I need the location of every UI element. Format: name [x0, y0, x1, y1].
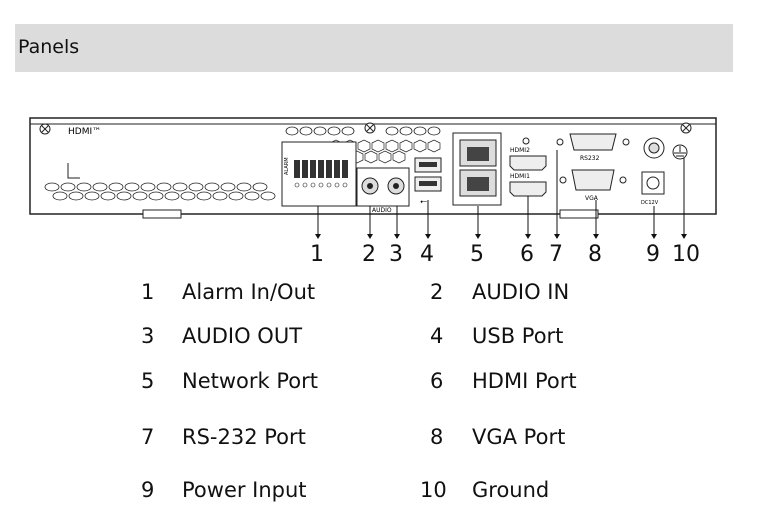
legend-number: 3 — [141, 324, 155, 348]
callout-number: 4 — [420, 242, 434, 267]
vga-port — [571, 169, 615, 191]
section-header: Panels — [15, 24, 733, 72]
legend-number: 2 — [430, 280, 444, 304]
hdmi1-port — [509, 181, 547, 197]
legend-number: 9 — [141, 478, 155, 502]
chassis-foot — [142, 209, 182, 219]
screw-icon — [680, 122, 692, 134]
usb-icon: ⭠ — [420, 197, 427, 207]
legend-number: 5 — [141, 369, 155, 393]
legend-label: Power Input — [182, 478, 307, 502]
legend-label: VGA Port — [472, 425, 566, 449]
legend-label: AUDIO OUT — [182, 324, 303, 348]
callout-arrows — [315, 234, 687, 239]
l-mark — [67, 163, 80, 179]
callout-number: 2 — [362, 242, 376, 267]
legend-label: Ground — [472, 478, 550, 502]
screw-icon — [364, 122, 376, 134]
legend-label: Alarm In/Out — [182, 280, 316, 304]
rs232-port — [569, 133, 617, 151]
legend-number: 4 — [430, 324, 444, 348]
vga-label: VGA — [585, 195, 599, 202]
alarm-terminal-screws — [294, 182, 348, 188]
legend-label: USB Port — [472, 324, 564, 348]
legend-number: 10 — [420, 478, 447, 502]
callout-number: 10 — [672, 242, 700, 267]
vent-grille-top — [285, 126, 441, 136]
hdmi-logo: HDMI™ — [68, 127, 101, 137]
alarm-terminals — [294, 160, 348, 178]
section-title: Panels — [18, 36, 80, 58]
legend-number: 8 — [430, 425, 444, 449]
audio-label: AUDIO — [372, 207, 392, 214]
vent-grille — [44, 182, 276, 201]
legend-number: 7 — [141, 425, 155, 449]
alarm-label: ALARM — [284, 157, 290, 175]
screw-icon — [39, 123, 51, 135]
callout-number: 9 — [646, 242, 660, 267]
chassis-foot — [559, 209, 599, 219]
callout-number: 7 — [549, 242, 563, 267]
callout-number: 8 — [588, 242, 602, 267]
legend-label: AUDIO IN — [472, 280, 570, 304]
ground-icon — [672, 144, 688, 160]
power-label: DC12V — [641, 200, 659, 206]
hdmi1-label: HDMI1 — [510, 173, 530, 180]
legend-label: Network Port — [182, 369, 318, 393]
legend-label: RS-232 Port — [182, 425, 306, 449]
hdmi2-port — [509, 155, 547, 171]
hdmi2-label: HDMI2 — [510, 147, 530, 154]
callout-lines — [317, 150, 685, 236]
legend-number: 1 — [141, 280, 155, 304]
legend-label: HDMI Port — [472, 369, 577, 393]
callout-number: 5 — [470, 242, 484, 267]
rs232-label: RS232 — [580, 155, 600, 162]
legend-number: 6 — [430, 369, 444, 393]
callout-number: 3 — [389, 242, 403, 267]
callout-number: 6 — [520, 242, 534, 267]
callout-number: 1 — [310, 242, 324, 267]
